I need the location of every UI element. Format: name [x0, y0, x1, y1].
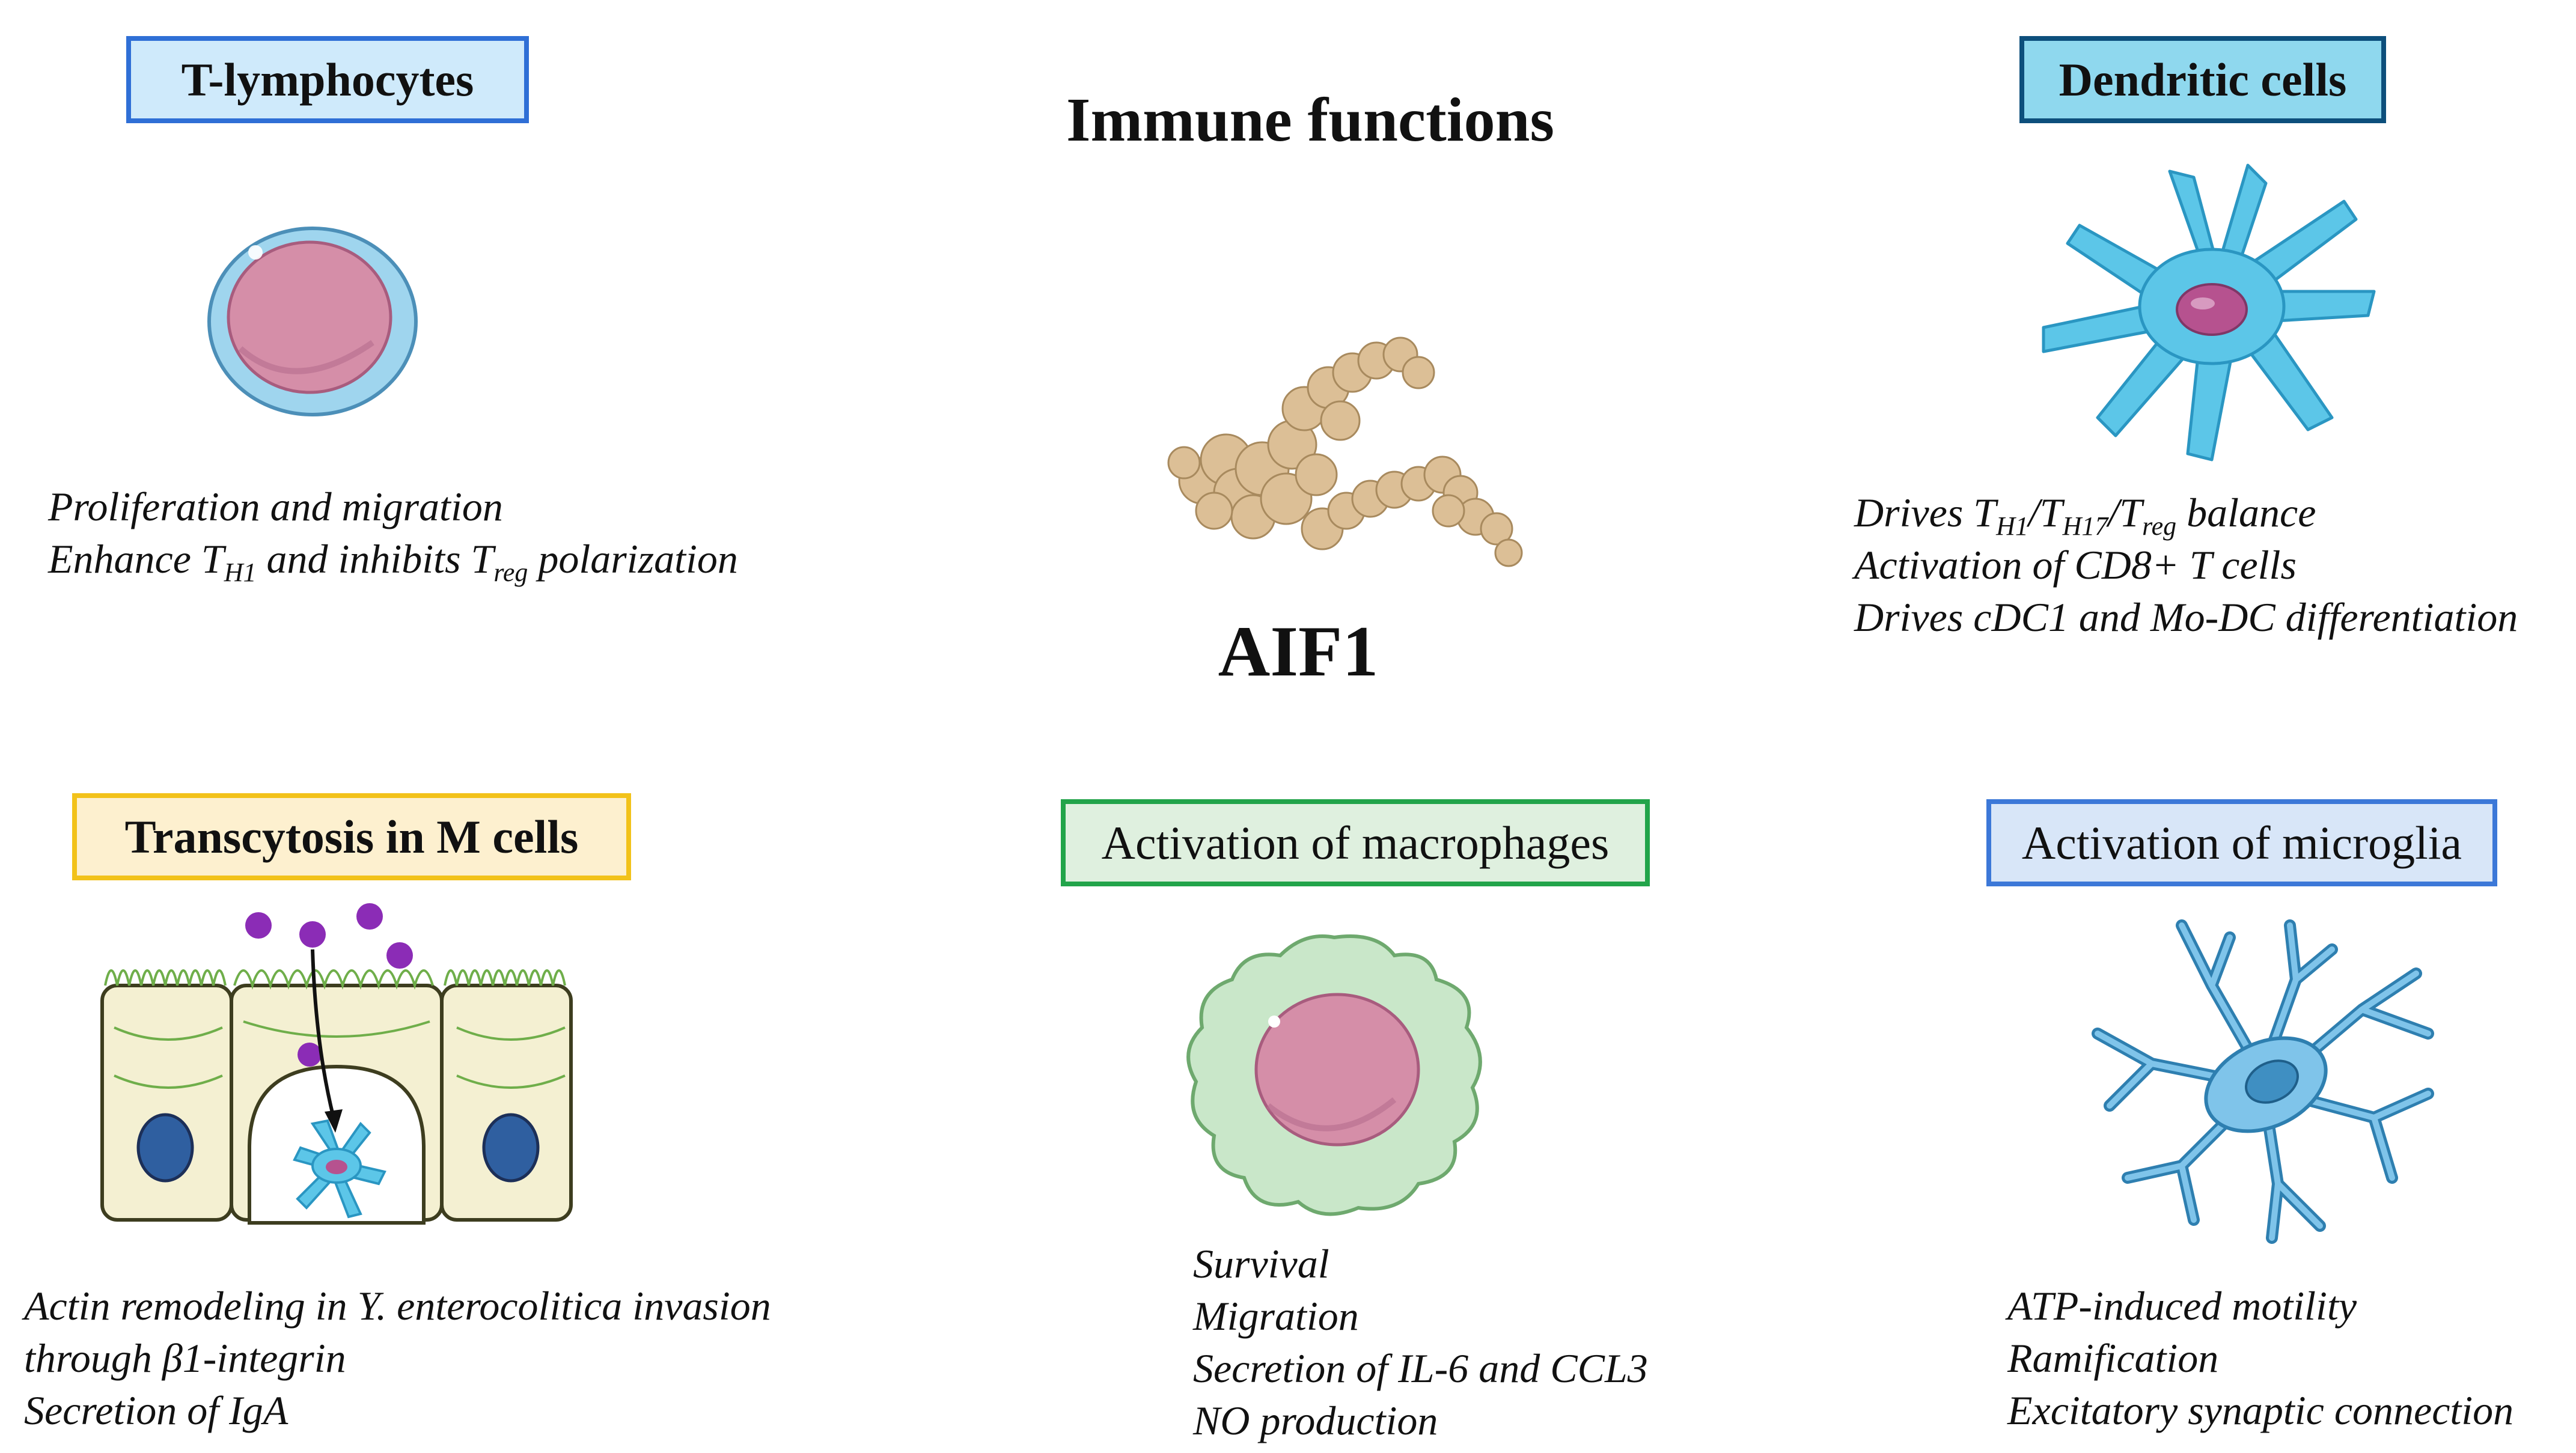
aif1-protein-structure-icon [1167, 337, 1523, 567]
macrophages-line: Migration [1193, 1293, 1359, 1339]
dendritic-cell-icon [2042, 163, 2376, 461]
macrophages-line: Survival [1193, 1241, 1329, 1287]
t-lymphocytes-description: Proliferation and migration Enhance TH1 … [48, 481, 738, 587]
microglia-description: ATP-induced motility Ramification Excita… [2007, 1280, 2513, 1437]
dendritic-cells-line: Drives cDC1 and Mo-DC differentiation [1854, 594, 2518, 640]
microglia-cell-icon [2092, 919, 2434, 1244]
macrophages-line: Secretion of IL-6 and CCL3 [1193, 1345, 1648, 1391]
m-cells-line: through β1-integrin [24, 1335, 346, 1381]
dendritic-cells-title: Dendritic cells [2019, 36, 2386, 123]
protein-label: AIF1 [1218, 611, 1379, 691]
t-lymphocytes-title: T-lymphocytes [126, 36, 529, 123]
m-cells-line: Actin remodeling in Y. enterocolitica in… [24, 1283, 771, 1329]
microglia-line: Excitatory synaptic connection [2007, 1388, 2514, 1433]
macrophage-cell-icon [1186, 934, 1482, 1216]
t-lymphocytes-line: Proliferation and migration [48, 484, 503, 529]
t-lymphocytes-line: Enhance TH1 and inhibits Treg polarizati… [48, 536, 738, 587]
m-cells-title: Transcytosis in M cells [72, 793, 631, 880]
dendritic-cells-description: Drives TH1/TH17/Treg balance Activation … [1854, 487, 2518, 644]
m-cells-description: Actin remodeling in Y. enterocolitica in… [24, 1280, 771, 1437]
m-cells-line: Secretion of IgA [24, 1388, 288, 1433]
microglia-line: Ramification [2007, 1335, 2219, 1381]
dendritic-cells-line: Drives TH1/TH17/Treg balance [1854, 490, 2316, 541]
macrophages-line: NO production [1193, 1398, 1438, 1443]
diagram-title: Immune functions [1066, 85, 1554, 154]
m-cell-epithelium-icon [100, 903, 573, 1225]
microglia-line: ATP-induced motility [2007, 1283, 2357, 1329]
microglia-title: Activation of microglia [1986, 799, 2497, 886]
macrophages-description: Survival Migration Secretion of IL-6 and… [1193, 1238, 1648, 1447]
macrophages-title: Activation of macrophages [1061, 799, 1650, 886]
dendritic-cells-line: Activation of CD8+ T cells [1854, 542, 2297, 588]
t-lymphocyte-cell-icon [207, 227, 418, 416]
